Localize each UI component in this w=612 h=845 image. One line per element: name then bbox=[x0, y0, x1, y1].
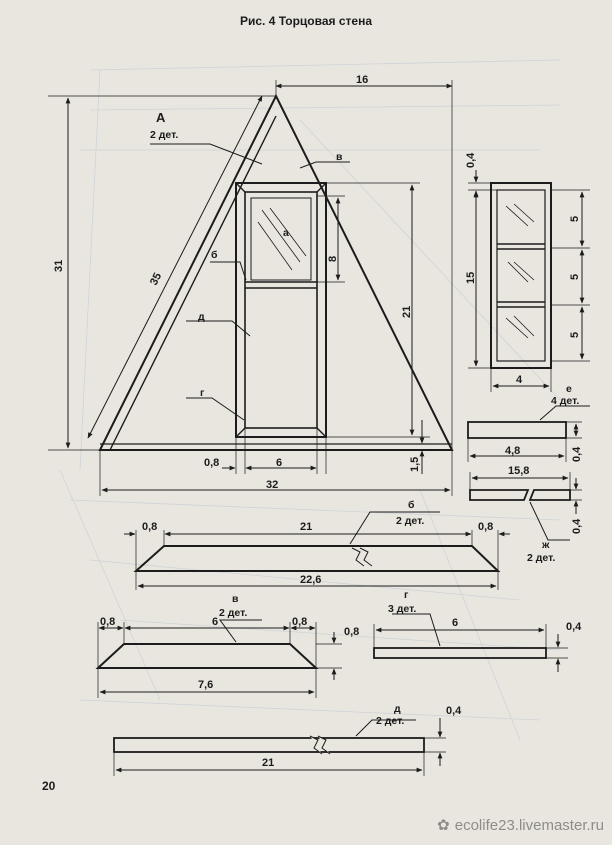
part-v-drawing bbox=[95, 619, 342, 698]
label-b: б bbox=[211, 249, 218, 261]
dim-31: 31 bbox=[53, 260, 65, 272]
page-number: 20 bbox=[42, 779, 56, 793]
part-b-dim-total: 22,6 bbox=[300, 574, 321, 586]
window-sash-dimensions bbox=[468, 170, 590, 392]
part-a-label: А bbox=[156, 110, 166, 125]
flower-icon: ✿ bbox=[437, 817, 450, 834]
window-sash-view bbox=[490, 182, 552, 369]
dim-35: 35 bbox=[148, 271, 164, 287]
part-zh-length: 15,8 bbox=[508, 465, 529, 477]
label-a: а bbox=[283, 227, 289, 239]
part-b-drawing bbox=[124, 511, 510, 590]
part-v-dim-mid: 6 bbox=[212, 616, 218, 628]
sash-dim-15: 15 bbox=[465, 272, 477, 284]
dim-6: 6 bbox=[276, 457, 282, 469]
part-zh-drawing bbox=[469, 472, 582, 541]
dim-1-5: 1,5 bbox=[409, 457, 421, 472]
part-e-length: 4,8 bbox=[505, 445, 520, 457]
part-g-thickness: 0,4 bbox=[566, 621, 582, 633]
label-g: г bbox=[200, 387, 205, 399]
part-g-drawing bbox=[373, 613, 568, 672]
part-b-label: б bbox=[408, 499, 415, 511]
part-d-label: д bbox=[394, 703, 401, 715]
main-view-dimensions bbox=[48, 80, 453, 496]
part-g-length: 6 bbox=[452, 617, 458, 629]
part-b-dim-left: 0,8 bbox=[142, 521, 157, 533]
watermark: ✿ ecolife23.livemaster.ru bbox=[437, 816, 604, 835]
part-e-thickness: 0,4 bbox=[571, 446, 583, 462]
part-d-thickness: 0,4 bbox=[446, 705, 462, 717]
watermark-text: ecolife23.livemaster.ru bbox=[454, 816, 604, 834]
part-v-dim-left: 0,8 bbox=[100, 616, 115, 628]
sash-dim-4: 4 bbox=[516, 374, 523, 386]
dim-0-8: 0,8 bbox=[204, 457, 219, 469]
part-v-dim-total: 7,6 bbox=[198, 679, 213, 691]
sash-dim-5-mid: 5 bbox=[569, 274, 581, 280]
part-v-label: в bbox=[232, 593, 239, 605]
part-v-dim-right: 0,8 bbox=[292, 616, 307, 628]
label-v: в bbox=[336, 151, 343, 163]
part-d-length: 21 bbox=[262, 757, 274, 769]
part-e-label: е bbox=[566, 383, 572, 395]
dim-32: 32 bbox=[266, 479, 278, 491]
part-b-count: 2 дет. bbox=[396, 515, 424, 527]
dim-8: 8 bbox=[327, 256, 339, 262]
sash-dim-5-bottom: 5 bbox=[569, 332, 581, 338]
part-zh-thickness: 0,4 bbox=[571, 518, 583, 534]
part-a-count: 2 дет. bbox=[150, 129, 178, 141]
dim-16: 16 bbox=[356, 74, 368, 86]
sash-dim-0-4: 0,4 bbox=[465, 152, 477, 168]
sash-dim-5-top: 5 bbox=[569, 216, 581, 222]
part-v-dim-thickness: 0,8 bbox=[344, 626, 359, 638]
dim-21: 21 bbox=[401, 306, 413, 318]
part-d-drawing bbox=[113, 718, 446, 776]
part-d-count: 2 дет. bbox=[376, 715, 404, 727]
part-b-dim-mid: 21 bbox=[300, 521, 312, 533]
figure-title: Рис. 4 Торцовая стена bbox=[239, 14, 373, 28]
part-b-dim-right: 0,8 bbox=[478, 521, 493, 533]
part-e-count: 4 дет. bbox=[551, 395, 579, 407]
part-zh-label: ж bbox=[541, 539, 550, 551]
part-v-count: 2 дет. bbox=[219, 607, 247, 619]
part-e-drawing bbox=[467, 405, 590, 462]
part-g-label: г bbox=[404, 589, 409, 601]
label-d: д bbox=[198, 311, 205, 323]
part-g-count: 3 дет. bbox=[388, 603, 416, 615]
part-zh-count: 2 дет. bbox=[527, 552, 555, 564]
